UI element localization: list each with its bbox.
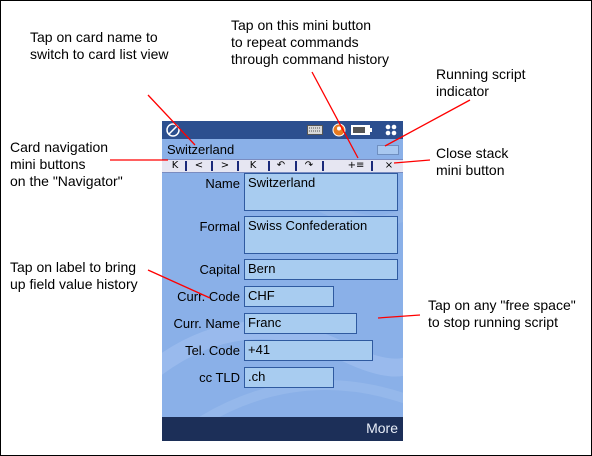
nav-separator <box>371 161 373 171</box>
field-label-tel-code[interactable]: Tel. Code <box>185 343 240 358</box>
pointer-line-free-space <box>377 314 421 319</box>
navigator-bar: K < > K ↶ ↷ +≡ × <box>162 159 403 173</box>
field-value-curr-name[interactable]: Franc <box>244 313 357 334</box>
annotation-close-stack: Close stack mini button <box>436 145 509 178</box>
nav-separator <box>295 161 297 171</box>
field-value-name[interactable]: Switzerland <box>244 173 398 211</box>
nav-separator <box>237 161 239 171</box>
nav-first-card-button[interactable]: K <box>171 160 179 171</box>
nav-separator <box>322 161 324 171</box>
field-value-capital[interactable]: Bern <box>244 259 398 280</box>
field-label-formal[interactable]: Formal <box>199 219 240 234</box>
apps-grid-icon <box>385 124 397 136</box>
nav-separator <box>185 161 187 171</box>
pointer-line-close-stack <box>393 159 431 164</box>
phone-screen[interactable]: Switzerland K < > K ↶ ↷ +≡ × Name Switze… <box>162 121 403 441</box>
field-value-formal[interactable]: Swiss Confederation <box>244 216 398 254</box>
nav-separator <box>268 161 270 171</box>
soft-key-bar: More <box>162 417 403 441</box>
field-label-curr-code[interactable]: Curr. Code <box>177 289 240 304</box>
field-label-curr-name[interactable]: Curr. Name <box>173 316 240 331</box>
command-history-button[interactable]: +≡ <box>347 160 365 171</box>
close-stack-button[interactable]: × <box>384 160 394 171</box>
field-value-cc-tld[interactable]: .ch <box>244 367 334 388</box>
pointer-line-card-name <box>147 94 196 146</box>
nav-last-card-button[interactable]: K <box>249 160 257 171</box>
nav-separator <box>211 161 213 171</box>
card-name-title[interactable]: Switzerland <box>167 142 235 157</box>
annotation-mini-button: Tap on this mini button to repeat comman… <box>231 17 389 67</box>
annotation-free-space: Tap on any "free space" to stop running … <box>428 297 576 330</box>
pointer-line-running-script <box>384 99 471 147</box>
more-button[interactable]: More <box>366 420 398 436</box>
field-label-name[interactable]: Name <box>205 176 240 191</box>
field-value-tel-code[interactable]: +41 <box>244 340 373 361</box>
field-label-capital[interactable]: Capital <box>199 262 240 277</box>
field-value-curr-code[interactable]: CHF <box>244 286 334 307</box>
redo-button[interactable]: ↷ <box>304 160 314 171</box>
app-logo-icon <box>166 123 180 137</box>
status-bar <box>162 121 403 139</box>
nav-next-card-button[interactable]: > <box>220 160 230 171</box>
field-label-cc-tld[interactable]: cc TLD <box>199 370 240 385</box>
annotation-card-navigation: Card navigation mini buttons on the "Nav… <box>10 139 123 189</box>
battery-icon <box>351 125 372 135</box>
pointer-line-mini-button <box>311 71 359 159</box>
annotation-running-script: Running script indicator <box>436 66 526 99</box>
running-script-indicator <box>377 145 399 155</box>
keyboard-icon <box>307 125 323 135</box>
nav-previous-card-button[interactable]: < <box>194 160 204 171</box>
pointer-line-field-history <box>147 269 211 299</box>
annotation-field-history: Tap on label to bring up field value his… <box>10 259 138 292</box>
undo-button[interactable]: ↶ <box>276 160 286 171</box>
annotation-card-name: Tap on card name to switch to card list … <box>30 29 169 62</box>
